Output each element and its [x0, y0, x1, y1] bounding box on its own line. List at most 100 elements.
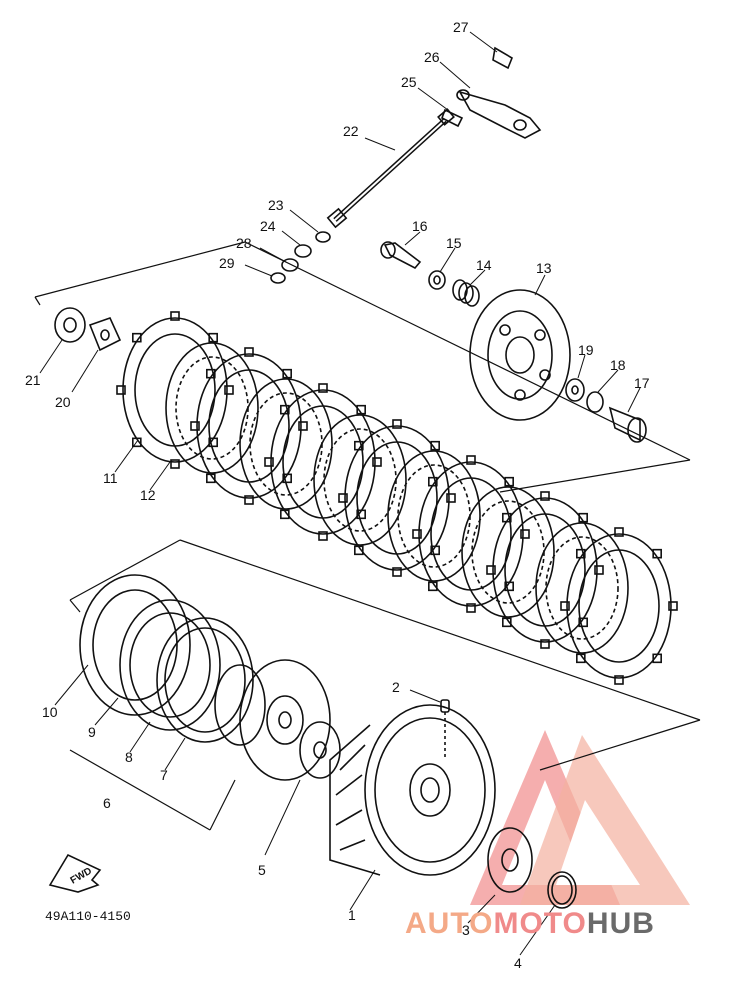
friction-plate-tab: [614, 675, 624, 685]
friction-plate: [270, 389, 376, 535]
friction-plate-tab: [578, 617, 588, 628]
wordmark-moto: MOTO: [493, 907, 586, 940]
friction-plate-tab: [224, 385, 234, 395]
friction-plate-tab: [132, 332, 142, 343]
callout-17: 17: [634, 375, 650, 391]
friction-plate-tab: [540, 639, 550, 649]
friction-plate-tab: [206, 368, 216, 379]
steel-plate-teeth: [545, 536, 619, 640]
clutch-lever-26: [440, 46, 542, 139]
friction-plate: [196, 353, 302, 499]
callout-4: 4: [514, 955, 522, 971]
friction-plate-tab: [318, 383, 328, 393]
steel-plate: [461, 486, 555, 618]
friction-plate-tab: [502, 512, 512, 523]
clutch-housing-1: [329, 704, 496, 876]
hardware-17-19: [565, 378, 647, 443]
callout-21: 21: [25, 372, 41, 388]
callout-25: 25: [401, 74, 417, 90]
friction-plate-tab: [652, 653, 662, 664]
callout-10: 10: [42, 704, 58, 720]
callout-12: 12: [140, 487, 156, 503]
callout-3: 3: [462, 922, 470, 938]
friction-plate-tab: [208, 332, 218, 343]
callout-7: 7: [160, 767, 168, 783]
callout-16: 16: [412, 218, 428, 234]
friction-plate-tab: [356, 404, 366, 415]
friction-plate-tab: [318, 531, 328, 541]
friction-plate-tab: [282, 368, 292, 379]
small-nuts: [270, 231, 331, 284]
friction-plate-tab: [412, 529, 422, 539]
steel-plate: [313, 414, 407, 546]
friction-plate: [566, 533, 672, 679]
friction-plate-tab: [520, 529, 530, 539]
friction-plate-tab: [244, 495, 254, 505]
callout-20: 20: [55, 394, 71, 410]
callout-8: 8: [125, 749, 133, 765]
callout-29: 29: [219, 255, 235, 271]
friction-plate-tab: [190, 421, 200, 431]
wordmark-hub: HUB: [587, 907, 655, 940]
friction-plate-tab: [372, 457, 382, 467]
callout-28: 28: [236, 235, 252, 251]
callout-22: 22: [343, 123, 359, 139]
friction-plate: [122, 317, 228, 463]
friction-plate-tab: [504, 581, 514, 592]
gear-3: [487, 827, 533, 893]
callout-23: 23: [268, 197, 284, 213]
friction-plate-tab: [354, 545, 364, 556]
steel-plate: [535, 522, 629, 654]
lower-plate-stack: [79, 574, 254, 743]
pin-2: [440, 699, 450, 760]
callout-26: 26: [424, 49, 440, 65]
friction-plate: [344, 425, 450, 571]
thrust-washer-5: [299, 721, 341, 779]
steel-plate: [165, 342, 259, 474]
callout-labels: 1 2 3 4 5 6 7 8 9 10 11 12 13 14 15 16 1…: [25, 19, 650, 971]
friction-plate-tab: [560, 601, 570, 611]
clutch-plate-stack: [116, 311, 678, 685]
friction-plate-tab: [502, 617, 512, 628]
callout-1: 1: [348, 907, 356, 923]
callout-6: 6: [103, 795, 111, 811]
friction-plate-tab: [466, 603, 476, 613]
friction-plate-tab: [116, 385, 126, 395]
friction-plate-tab: [170, 311, 180, 321]
friction-plate-tab: [354, 440, 364, 451]
svg-text:AUTOMOTOHUB: AUTOMOTOHUB: [405, 907, 655, 940]
friction-plate-tab: [132, 437, 142, 448]
steel-plate: [387, 450, 481, 582]
watermark-logo: [470, 730, 690, 905]
friction-plate-inner: [578, 549, 660, 663]
leader-lines: [39, 31, 641, 956]
upper-group-box: [34, 241, 691, 493]
callout-14: 14: [476, 257, 492, 273]
nut-washer-20-21: [54, 307, 122, 352]
friction-plate-tab: [446, 493, 456, 503]
friction-plate-tab: [578, 512, 588, 523]
callout-15: 15: [446, 235, 462, 251]
friction-plate-tab: [614, 527, 624, 537]
callout-2: 2: [392, 679, 400, 695]
friction-plate-tab: [280, 404, 290, 415]
friction-plate-tab: [430, 440, 440, 451]
callout-24: 24: [260, 218, 276, 234]
steel-plate: [239, 378, 333, 510]
friction-plate-tab: [486, 565, 496, 575]
lower-group-box: [69, 539, 701, 831]
friction-plate-tab: [428, 476, 438, 487]
callout-9: 9: [88, 724, 96, 740]
callout-13: 13: [536, 260, 552, 276]
callout-5: 5: [258, 862, 266, 878]
friction-plate-tab: [392, 419, 402, 429]
watermark-wordmark: AUTOMOTOHUB: [405, 907, 655, 940]
friction-plate: [492, 497, 598, 643]
friction-plate-tab: [576, 548, 586, 559]
friction-plate-tab: [206, 473, 216, 484]
callout-18: 18: [610, 357, 626, 373]
callout-19: 19: [578, 342, 594, 358]
friction-plate-tab: [208, 437, 218, 448]
friction-plate-tab: [244, 347, 254, 357]
friction-plate-tab: [170, 459, 180, 469]
